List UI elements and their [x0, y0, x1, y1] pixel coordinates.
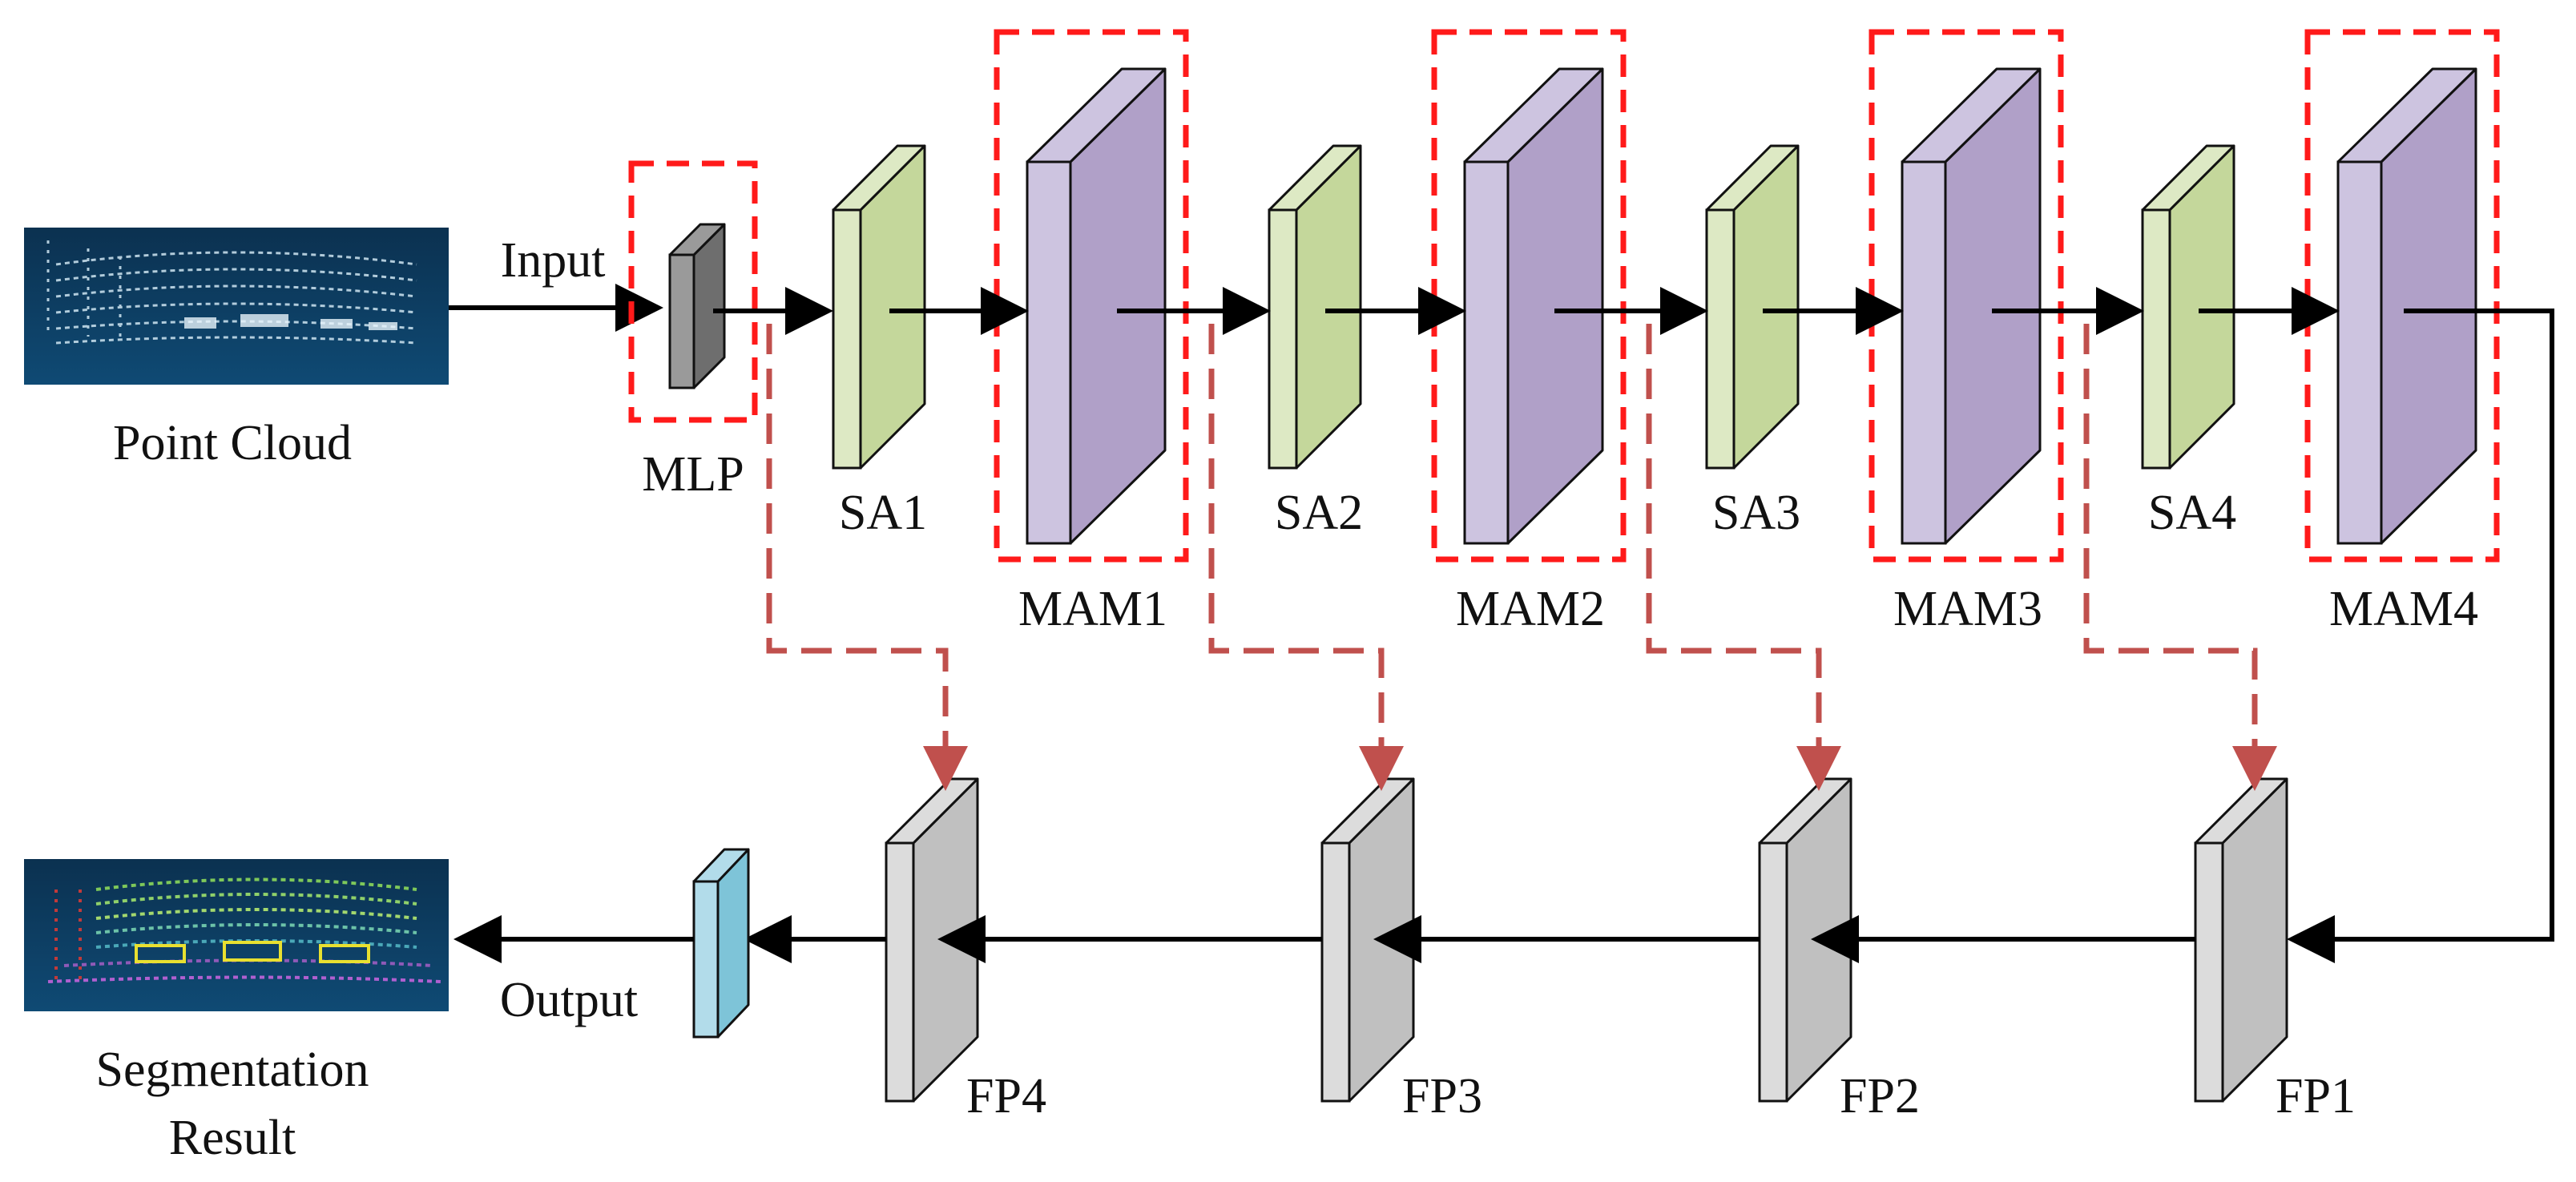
mam-block-4 [2336, 67, 2477, 545]
sa-block-1 [832, 144, 926, 470]
segmentation-label-line2: Result [169, 1111, 296, 1165]
point-cloud-label: Point Cloud [113, 416, 352, 470]
output-block [692, 848, 750, 1039]
output-label: Output [500, 973, 638, 1027]
fp-block-1 [2194, 777, 2288, 1103]
fp-label-4: FP4 [966, 1069, 1046, 1124]
return-connector [2287, 309, 2554, 963]
sa-block-2 [1268, 144, 1362, 470]
input-label: Input [501, 233, 606, 288]
skip-connection-2 [1208, 324, 1404, 791]
skip-connection-3 [1646, 324, 1841, 791]
fp-block-3 [1320, 777, 1415, 1103]
mlp-slab [668, 223, 726, 389]
sa-block-3 [1705, 144, 1800, 470]
mam-label-3: MAM3 [1893, 582, 2042, 636]
mlp-highlight-box [628, 160, 758, 423]
mam-block-1 [1026, 67, 1167, 545]
mlp-label: MLP [642, 447, 744, 502]
mam-block-3 [1901, 67, 2042, 545]
mam-label-4: MAM4 [2329, 582, 2478, 636]
skip-connection-1 [766, 324, 968, 791]
mam-block-2 [1463, 67, 1604, 545]
fp-label-3: FP3 [1402, 1069, 1482, 1124]
sa-label-1: SA1 [839, 486, 927, 540]
sa-label-2: SA2 [1275, 486, 1363, 540]
skip-connection-4 [2083, 324, 2277, 791]
point-cloud-image [24, 228, 449, 385]
sa-label-3: SA3 [1712, 486, 1800, 540]
sa-label-4: SA4 [2148, 486, 2236, 540]
segmentation-label-line1: Segmentation [96, 1043, 369, 1097]
segmentation-result-image [24, 859, 449, 1011]
fp-label-2: FP2 [1840, 1069, 1920, 1124]
mam-label-1: MAM1 [1018, 582, 1167, 636]
output-slab [692, 848, 750, 1039]
sa-block-4 [2141, 144, 2235, 470]
fp-label-1: FP1 [2276, 1069, 2356, 1124]
mlp-block [668, 223, 726, 389]
mam-label-2: MAM2 [1456, 582, 1605, 636]
